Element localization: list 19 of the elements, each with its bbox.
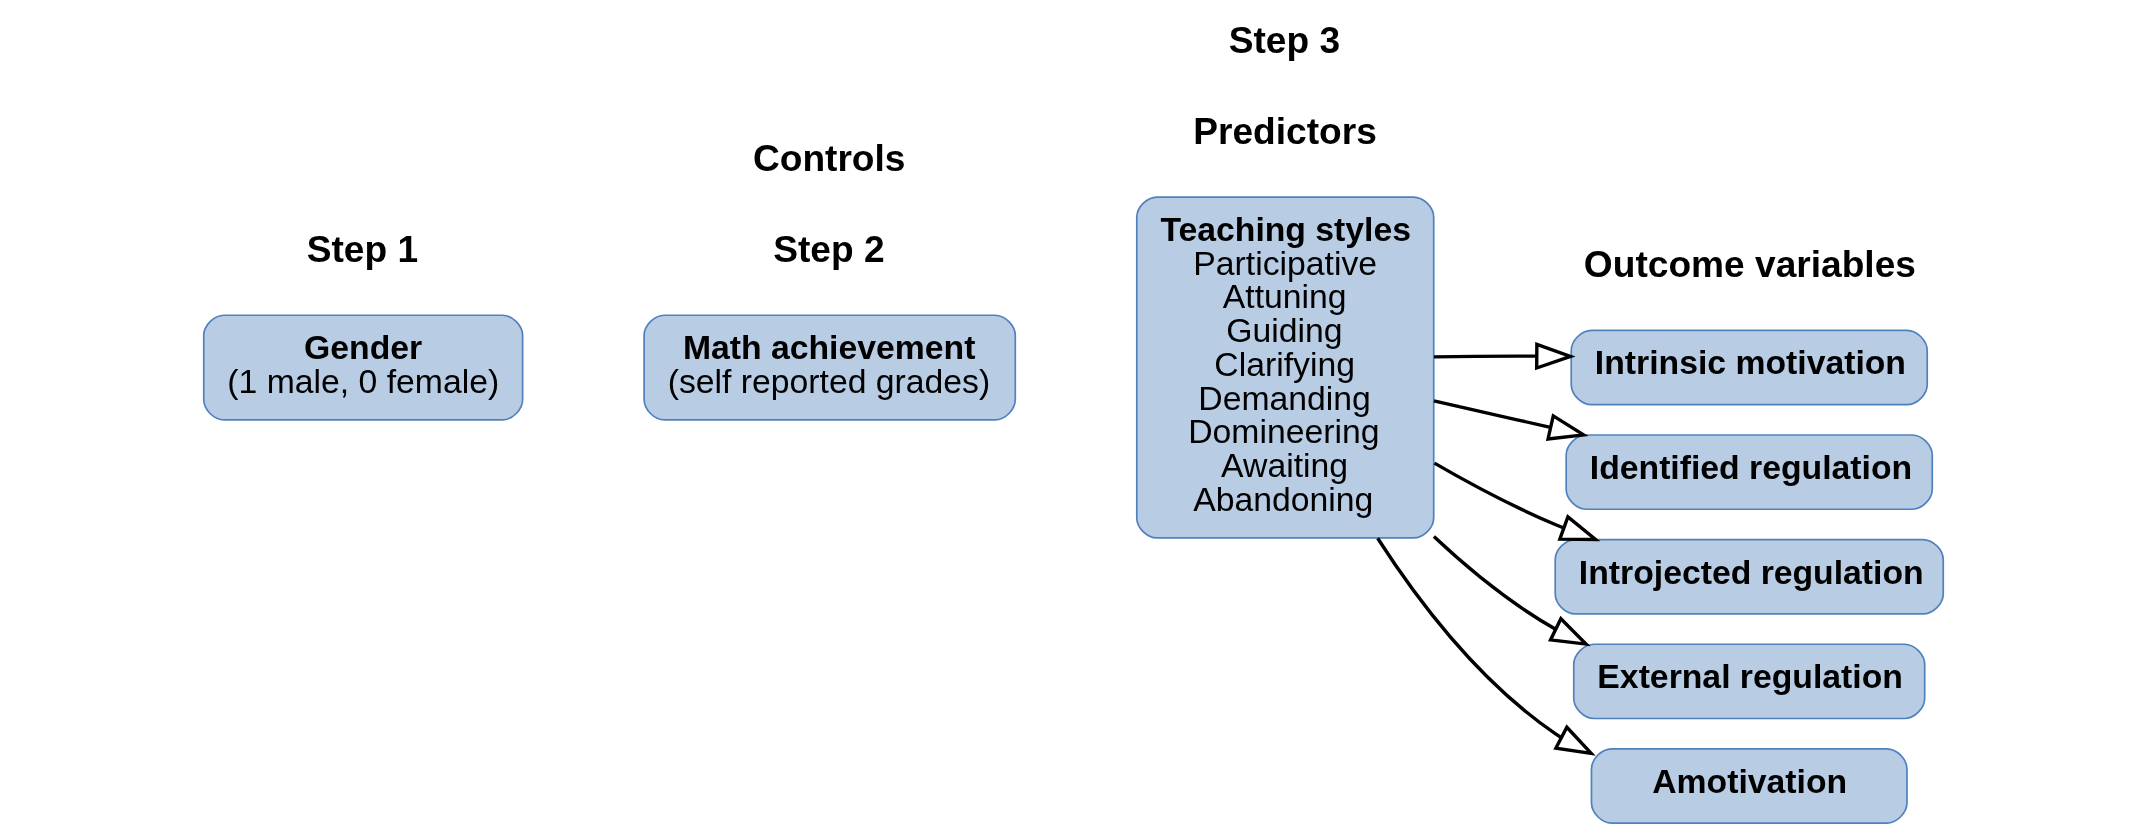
label: Outcome variables	[1583, 243, 1916, 286]
node-box: Identified regulation	[1565, 434, 1934, 511]
node-box: Amotivation	[1590, 748, 1908, 824]
label: Step 3	[1228, 19, 1341, 62]
arrow	[1376, 537, 1596, 756]
node-box: External regulation	[1572, 643, 1926, 720]
arrow	[1433, 461, 1601, 542]
label: Predictors	[1193, 110, 1377, 153]
arrow	[1432, 535, 1591, 647]
arrow	[1433, 399, 1589, 441]
label: Step 2	[773, 228, 885, 271]
node-box: Gender (1 male, 0 female)	[202, 314, 524, 421]
node-box: Introjected regulation	[1554, 538, 1945, 615]
label: Step 1	[306, 228, 419, 271]
node-box: Math achievement (self reported grades)	[643, 314, 1017, 421]
node-box: Teaching styles Participative Attuning Guiding Clarifying Demanding Domineering Awaiting Abandoning	[1135, 196, 1435, 539]
node-box: Intrinsic motivation	[1570, 329, 1929, 406]
arrow	[1433, 342, 1576, 371]
label: Controls	[752, 137, 906, 180]
